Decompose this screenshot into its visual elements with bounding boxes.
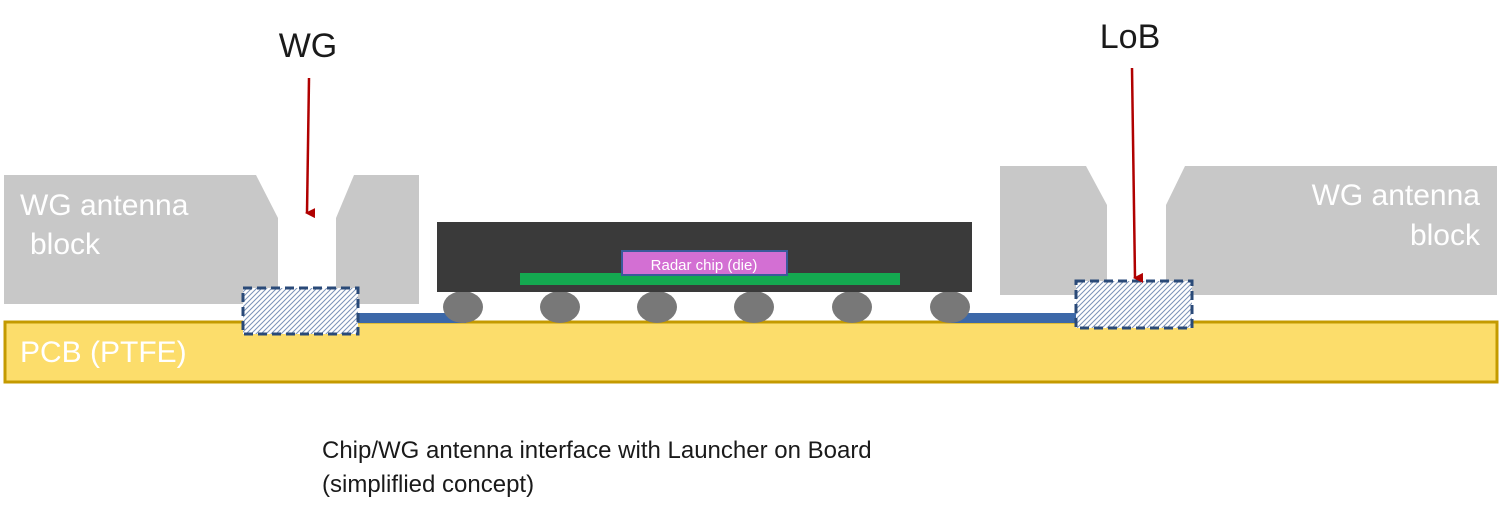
right-launcher-pad	[1074, 279, 1194, 330]
solder-ball	[734, 291, 774, 323]
solder-balls	[443, 291, 970, 323]
solder-ball	[540, 291, 580, 323]
right-block-label-line2: block	[1410, 219, 1481, 252]
solder-ball	[443, 291, 483, 323]
caption-line-1: Chip/WG antenna interface with Launcher …	[322, 437, 872, 464]
diagram-caption: Chip/WG antenna interface with Launcher …	[322, 434, 872, 502]
solder-ball	[930, 291, 970, 323]
lob-label: LoB	[1100, 18, 1161, 56]
radar-chip-label: Radar chip (die)	[651, 257, 758, 274]
right-antenna-block	[1000, 166, 1497, 295]
solder-ball	[832, 291, 872, 323]
left-trace	[356, 313, 466, 323]
wg-label: WG	[279, 27, 338, 65]
pcb-board	[3, 320, 1499, 384]
radar-chip-die	[621, 250, 788, 276]
right-block-label-line1: WG antenna	[1312, 179, 1481, 212]
left-antenna-block	[4, 175, 419, 304]
pcb-label: PCB (PTFE)	[20, 336, 187, 369]
left-block-label-line2: block	[30, 228, 101, 261]
wg-arrow	[305, 77, 316, 219]
solder-ball	[637, 291, 677, 323]
left-launcher-pad	[241, 286, 360, 336]
caption-line-2: (simpliflied concept)	[322, 471, 535, 498]
right-trace	[951, 313, 1079, 323]
left-block-label-line1: WG antenna	[20, 189, 189, 222]
substrate-line	[520, 273, 900, 285]
lob-arrow	[1130, 67, 1144, 283]
